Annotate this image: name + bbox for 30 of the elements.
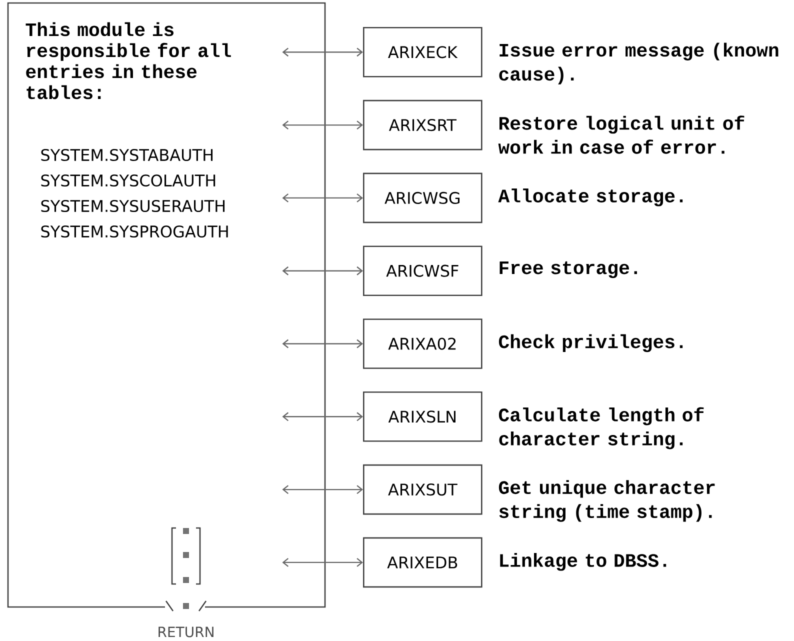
description-text: Calculate length of character string. (498, 407, 704, 450)
description-text: Check privileges. (498, 334, 683, 352)
double-arrow (282, 120, 363, 130)
double-arrow (282, 412, 363, 422)
table-name: SYSTEM.SYSCOLAUTH (41, 174, 216, 187)
module-name-box: ARIXA02 (363, 318, 482, 369)
double-arrow (282, 194, 363, 202)
return-label: RETURN (158, 626, 214, 638)
module-name-box: ARICWSF (363, 246, 482, 296)
module-name-box: ARIXSLN (363, 392, 482, 442)
description-text: This module is responsible for all entries in these tables: (26, 22, 231, 100)
table-name: SYSTEM.SYSTABAUTH (41, 148, 213, 162)
module-name-box: ARIXECK (363, 27, 482, 78)
description-text: Free storage. (500, 261, 637, 278)
double-arrow (282, 48, 363, 57)
table-name: SYSTEM.SYSPROGAUTH (41, 225, 228, 238)
description-text: Allocate storage. (498, 188, 683, 206)
module-name-box: ARIXSRT (363, 100, 482, 150)
double-arrow (282, 558, 363, 567)
description-text: Linkage to DBSS. (500, 553, 666, 571)
table-name: SYSTEM.SYSUSERAUTH (41, 200, 225, 212)
module-name-box: ARIXEDB (363, 537, 482, 588)
description-text: Get unique character string (time stamp). (498, 480, 715, 522)
module-name-box: ARIXSUT (363, 464, 482, 515)
description-text: Issue error message (known cause). (499, 42, 778, 84)
description-text: Restore logical unit of work in case of error. (498, 116, 744, 154)
module-name-box: ARICWSG (363, 172, 482, 224)
double-arrow (282, 266, 363, 276)
double-arrow (282, 339, 363, 348)
double-arrow (282, 485, 363, 494)
